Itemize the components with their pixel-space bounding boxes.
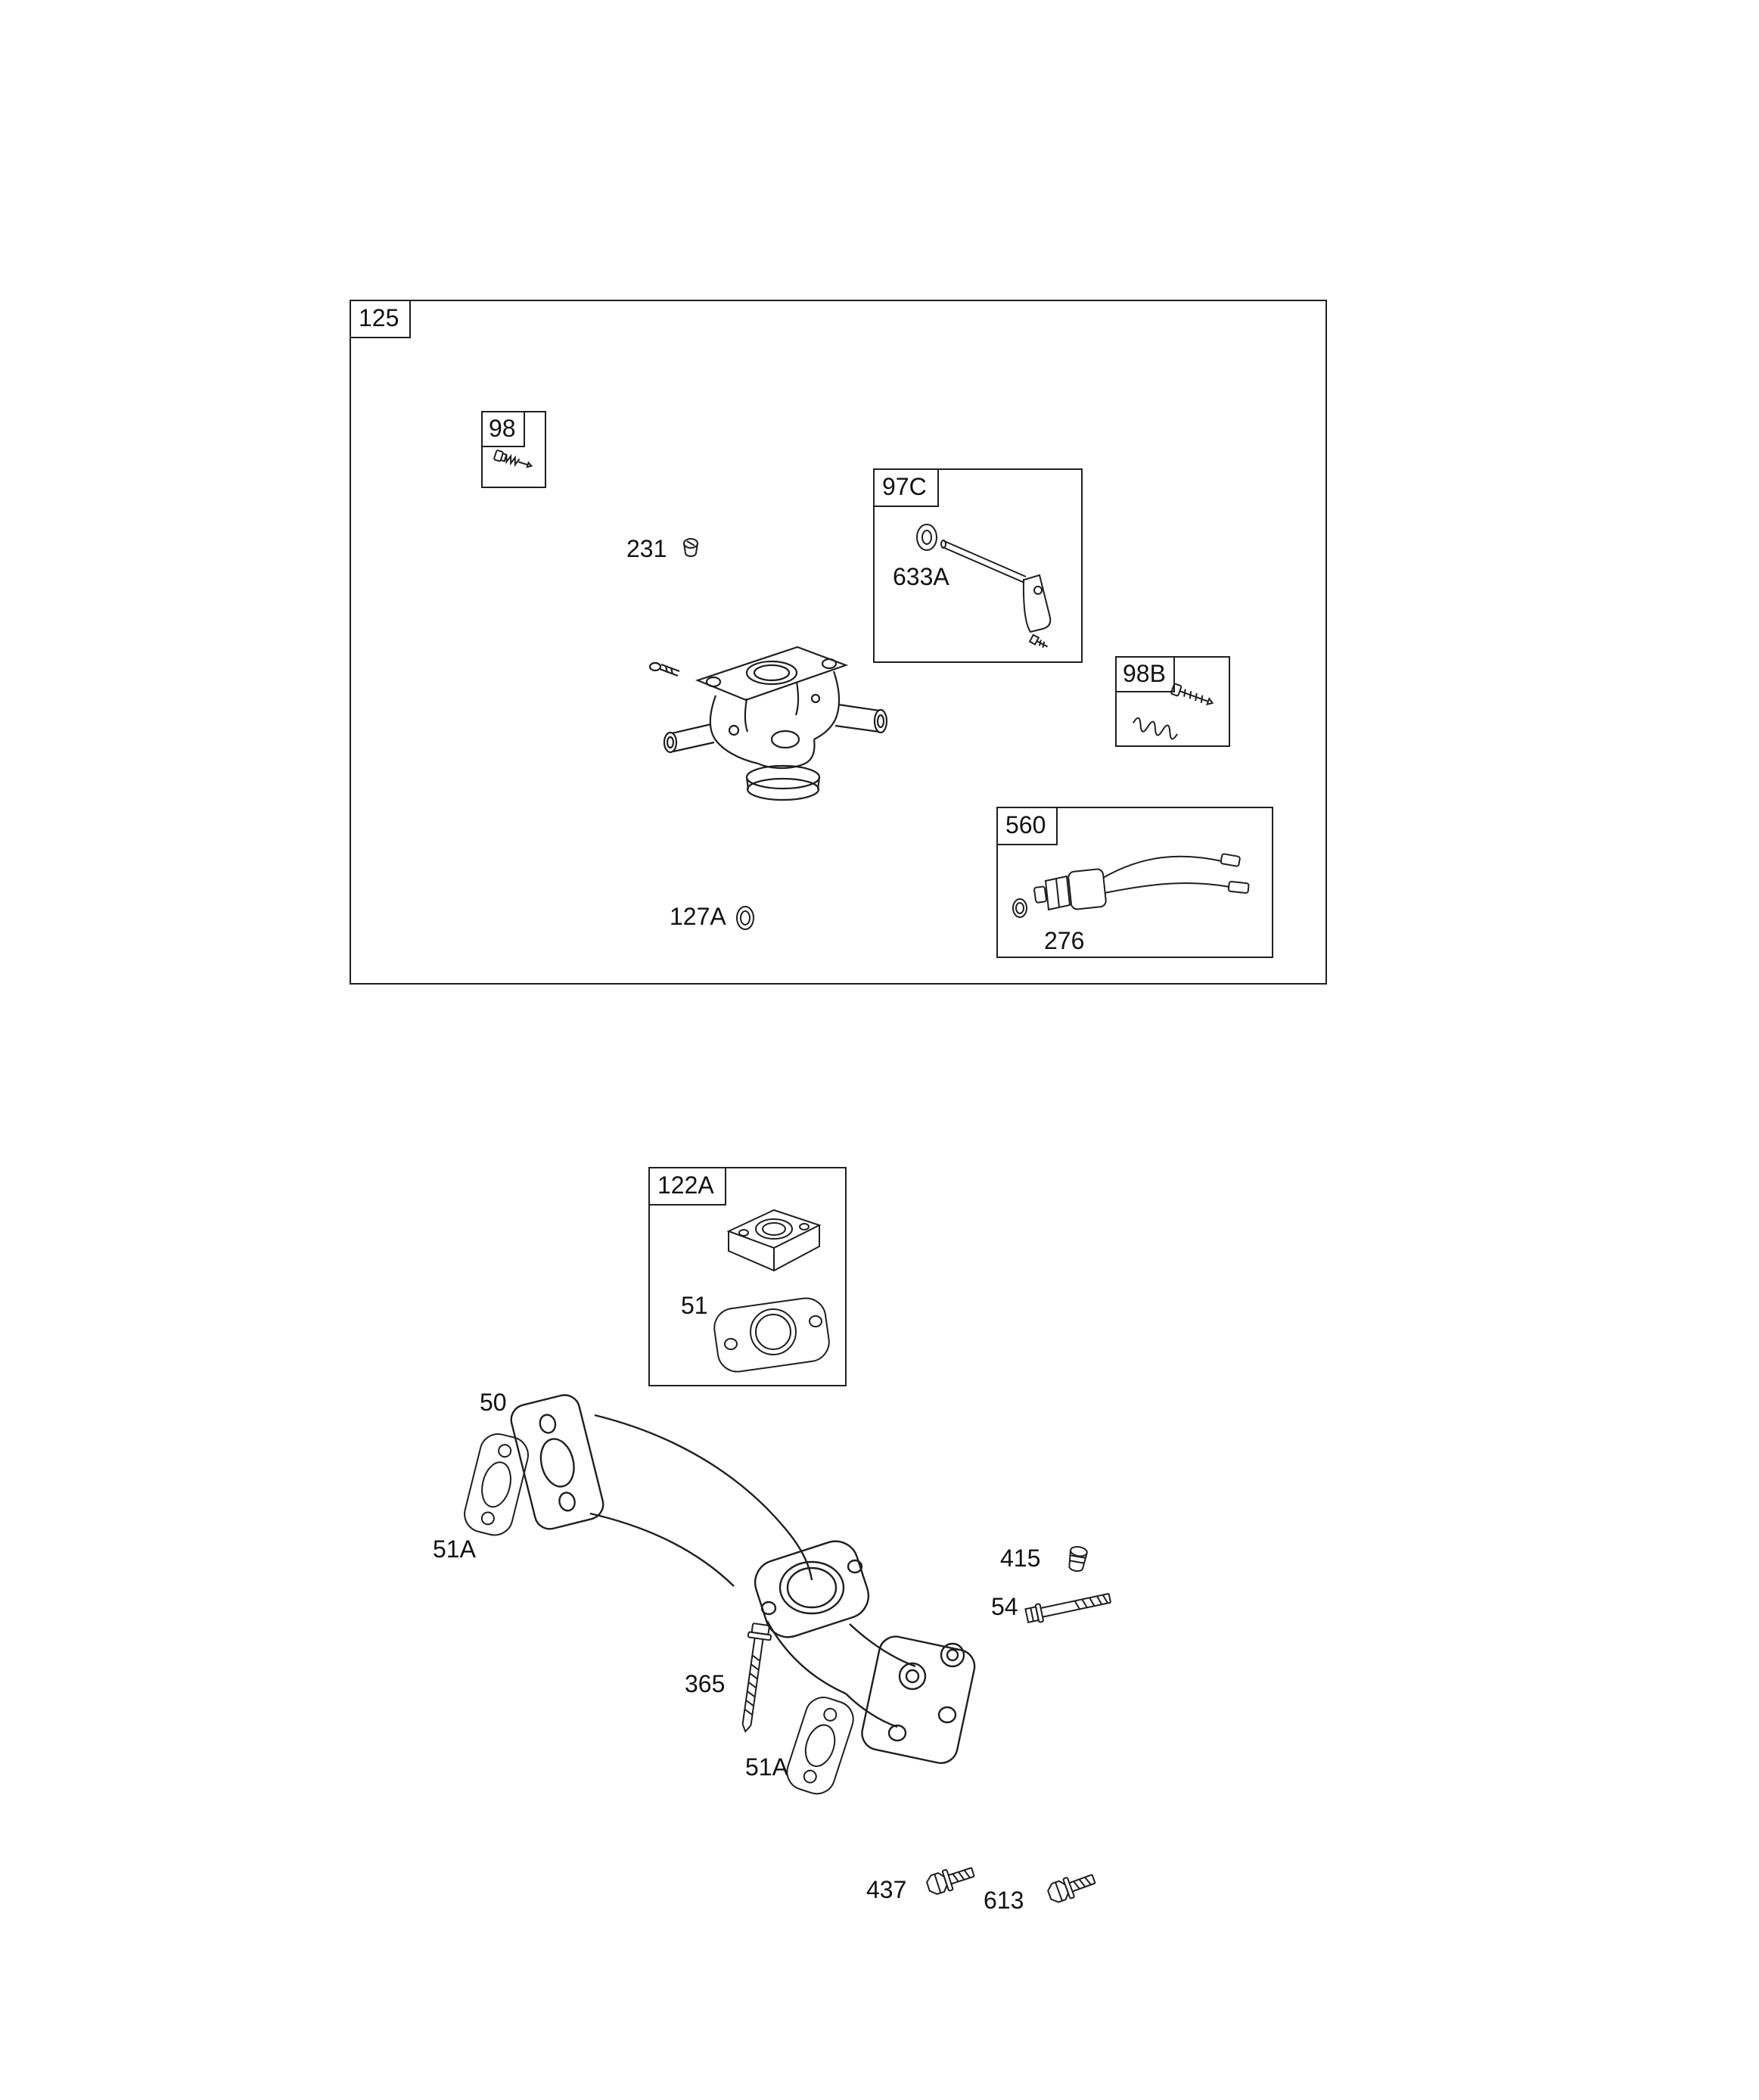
part-label-51: 51 (681, 1292, 708, 1319)
part-label-276: 276 (1044, 927, 1085, 954)
plug-icon (1061, 1544, 1094, 1576)
part-label-231: 231 (626, 535, 667, 562)
intake-manifold-drawing (468, 1385, 982, 1767)
callout-tag-97c: 97C (875, 470, 939, 508)
part-label-54: 54 (991, 1593, 1018, 1620)
throttle-shaft-lever-icon (906, 516, 1073, 656)
part-label-437: 437 (866, 1876, 907, 1903)
part-label-127a: 127A (670, 903, 726, 930)
gasket-51a-lower-drawing (778, 1695, 865, 1797)
callout-tag-125: 125 (351, 301, 412, 339)
callout-tag-98: 98 (483, 412, 525, 448)
callout-tag-98b: 98B (1117, 658, 1175, 693)
bolt-54-icon (1020, 1586, 1120, 1627)
spacer-drawing (715, 1199, 832, 1284)
part-label-415: 415 (1000, 1545, 1041, 1572)
bolt-437-icon (921, 1858, 982, 1903)
callout-box-98: 98 (481, 411, 546, 488)
callout-box-125: 125 (350, 300, 1327, 985)
gasket-51-drawing (710, 1286, 834, 1376)
spring-and-screw-icon (1127, 680, 1222, 740)
fuel-solenoid-drawing (1006, 831, 1260, 941)
callout-tag-560: 560 (998, 808, 1058, 846)
part-label-365: 365 (685, 1670, 726, 1697)
bolt-613-icon (1043, 1865, 1103, 1911)
o-ring-icon (734, 904, 757, 932)
callout-box-98b: 98B (1115, 656, 1230, 747)
carburetor-drawing (643, 617, 893, 815)
callout-tag-122a: 122A (650, 1168, 726, 1206)
bushing-icon (681, 537, 701, 560)
part-label-50: 50 (480, 1389, 507, 1416)
callout-box-97c: 97C (873, 468, 1083, 663)
part-label-613: 613 (984, 1887, 1024, 1914)
part-label-51a-lower: 51A (745, 1753, 788, 1781)
bolt-365-icon (735, 1621, 773, 1738)
part-label-633a: 633A (893, 563, 949, 590)
callout-box-122a: 122A (648, 1167, 847, 1386)
screw-spring-icon (492, 446, 534, 477)
callout-box-560: 560 (996, 807, 1273, 958)
gasket-51a-upper-drawing (454, 1430, 541, 1540)
part-label-51a-upper: 51A (433, 1535, 476, 1563)
